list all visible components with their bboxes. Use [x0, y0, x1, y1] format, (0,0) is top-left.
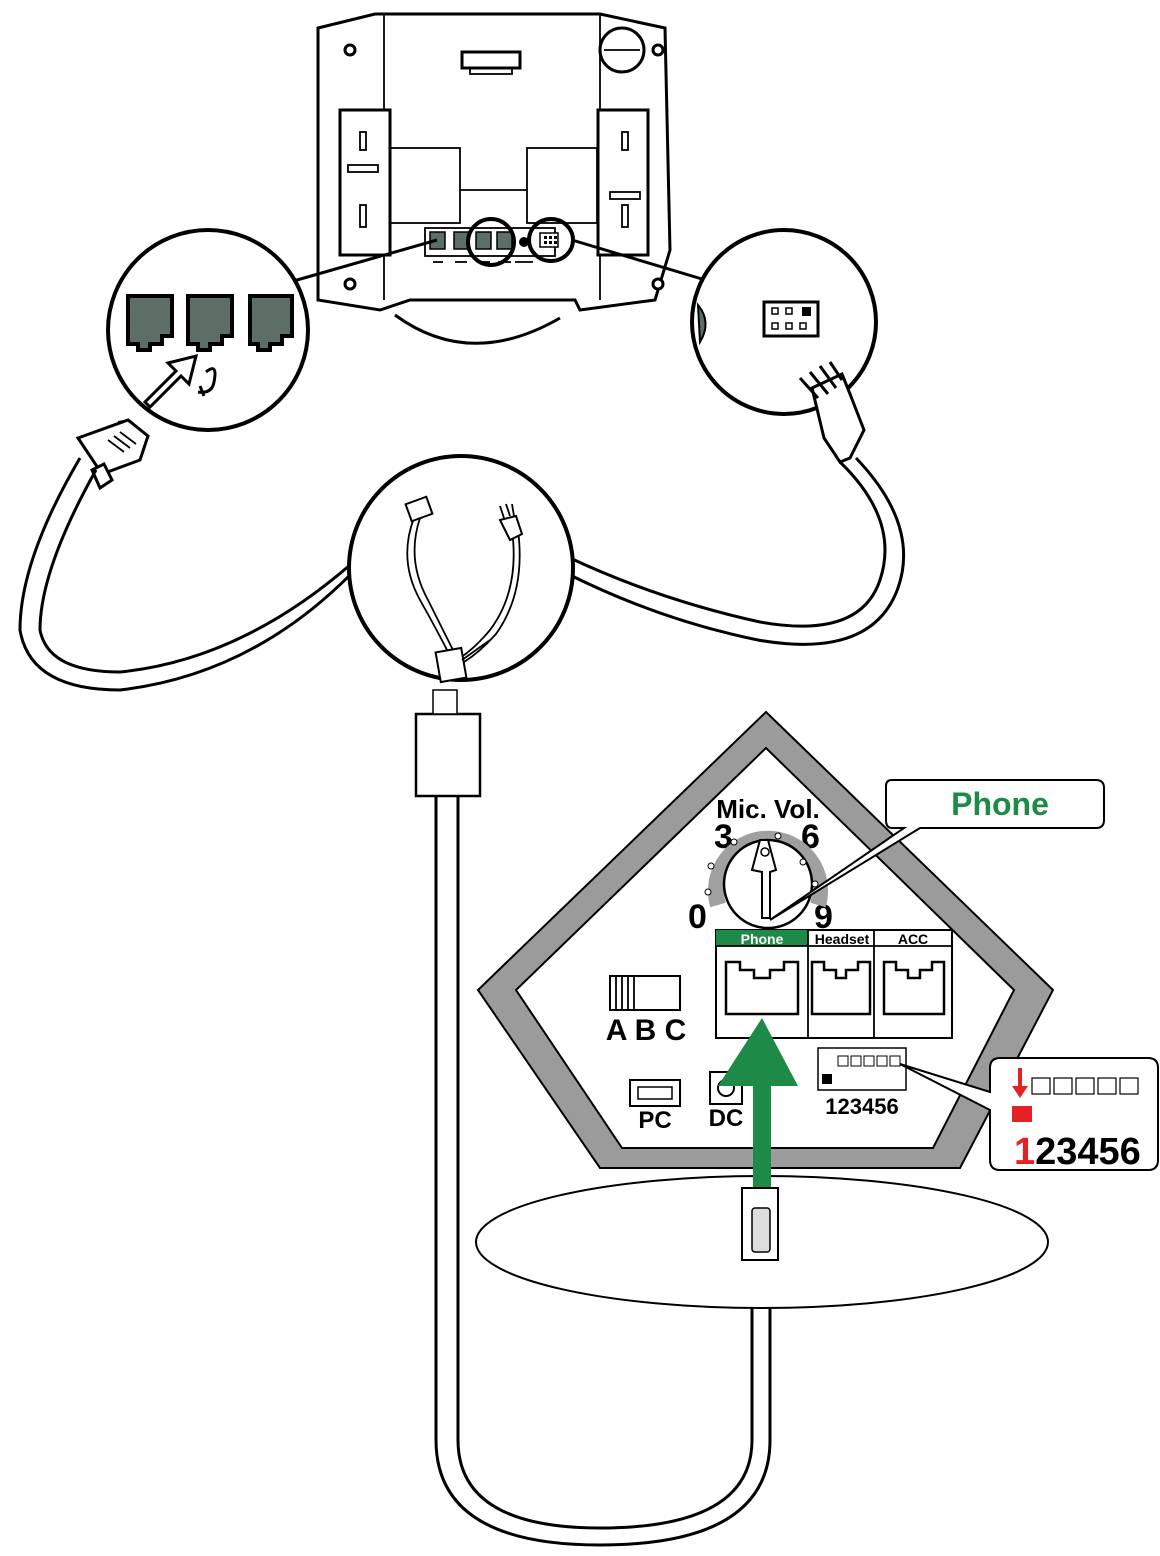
headset-port-icon[interactable] — [810, 960, 872, 1016]
pc-port-icon[interactable] — [629, 1079, 681, 1107]
abc-switch[interactable] — [609, 975, 681, 1011]
plug-right — [798, 361, 866, 464]
phone-port-label: Phone — [741, 931, 784, 947]
zoom-connector — [690, 228, 878, 416]
abc-switch-label: A B C — [606, 1014, 687, 1047]
dip-callout: 123456 — [899, 1057, 1159, 1173]
rj-plug-adapter — [741, 1187, 779, 1261]
dip-switch[interactable] — [817, 1047, 907, 1091]
rj-plug-bottom — [414, 689, 482, 798]
dip-zoom-rest: 23456 — [1035, 1131, 1141, 1173]
dip-position-1-icon — [1012, 1106, 1032, 1122]
rj-jack-icon — [248, 294, 294, 352]
zoom-y-cable — [347, 454, 575, 684]
insert-arrow-icon — [142, 353, 199, 410]
cable-bottom — [434, 796, 772, 1547]
mic-vol-label: Mic. Vol. — [716, 794, 820, 824]
rj-plug-left — [75, 418, 150, 491]
mic-mark-0: 0 — [688, 898, 707, 936]
cable-left — [18, 457, 352, 692]
phone-callout-text: Phone — [951, 786, 1049, 822]
pc-port-label: PC — [638, 1107, 671, 1134]
dip-zoom-label: 123456 — [1014, 1131, 1141, 1173]
headset-port-label: Headset — [815, 931, 870, 947]
down-arrow-icon — [1012, 1068, 1028, 1098]
phone-base-back — [289, 12, 713, 345]
acc-port-label: ACC — [898, 931, 928, 947]
rj-jack-icon — [186, 294, 234, 352]
dip-zoom-first: 1 — [1014, 1131, 1035, 1173]
dip-switch-label: 123456 — [825, 1094, 898, 1119]
dc-port-label: DC — [709, 1105, 744, 1132]
headset-adapter: Mic. Vol. 3 6 0 9 Phone Headset ACC — [475, 710, 1055, 1309]
zoom-rj-jacks — [106, 228, 310, 432]
phone-callout: Phone — [769, 779, 1105, 921]
cable-right — [569, 460, 887, 628]
phone-port-icon[interactable] — [724, 960, 800, 1016]
acc-port-icon[interactable] — [882, 960, 946, 1016]
mic-mark-9: 9 — [814, 898, 833, 936]
headset-icon — [197, 367, 217, 397]
rj-jack-icon — [126, 294, 174, 352]
phone-port-label-bg — [716, 930, 808, 946]
insert-phone-arrow-icon — [718, 1018, 798, 1192]
mic-volume-dial[interactable] — [704, 830, 828, 930]
